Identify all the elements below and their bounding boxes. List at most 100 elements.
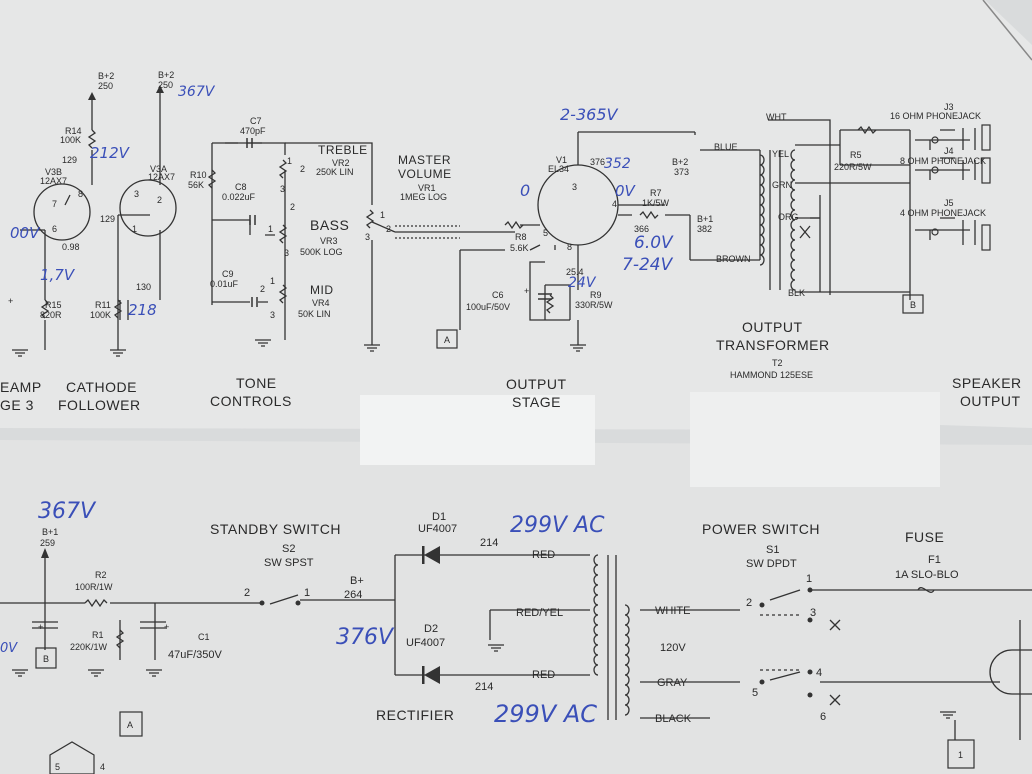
svg-text:V3A: V3A (150, 164, 167, 174)
svg-text:TRANSFORMER: TRANSFORMER (716, 337, 830, 353)
svg-text:VR1: VR1 (418, 183, 436, 193)
svg-text:TONE: TONE (236, 375, 277, 391)
svg-text:367V: 367V (38, 499, 97, 524)
svg-text:C6: C6 (492, 290, 504, 300)
svg-text:VR4: VR4 (312, 298, 330, 308)
svg-text:1: 1 (380, 210, 385, 220)
svg-text:MASTER: MASTER (398, 153, 451, 167)
svg-text:J5: J5 (944, 198, 954, 208)
svg-text:8 OHM PHONEJACK: 8 OHM PHONEJACK (900, 156, 986, 166)
svg-text:1: 1 (132, 224, 137, 234)
svg-text:RED/YEL: RED/YEL (516, 607, 563, 619)
hex-node-5: 5 (55, 762, 60, 772)
svg-text:299V AC: 299V AC (510, 513, 605, 538)
svg-text:129: 129 (62, 155, 77, 165)
svg-text:FUSE: FUSE (905, 529, 944, 545)
hex-node-4: 4 (100, 762, 105, 772)
svg-text:WHT: WHT (766, 112, 787, 122)
svg-text:220R/5W: 220R/5W (834, 162, 872, 172)
svg-text:UF4007: UF4007 (418, 523, 457, 535)
svg-text:GRAY: GRAY (657, 677, 688, 689)
top-capacitors (246, 138, 552, 307)
svg-text:BLK: BLK (788, 288, 805, 298)
handwritten-notes: 367V 212V 00V 1,7V 218 2-365V 0 0V 352 6… (0, 84, 674, 728)
svg-text:259: 259 (40, 538, 55, 548)
svg-text:3: 3 (365, 232, 370, 242)
svg-text:100R/1W: 100R/1W (75, 582, 113, 592)
svg-text:CATHODE: CATHODE (66, 379, 137, 395)
svg-text:1MEG LOG: 1MEG LOG (400, 192, 447, 202)
svg-text:0.98: 0.98 (62, 242, 80, 252)
svg-text:5: 5 (543, 228, 548, 238)
svg-text:+: + (164, 622, 169, 632)
svg-text:STANDBY SWITCH: STANDBY SWITCH (210, 521, 341, 537)
svg-text:100K: 100K (90, 310, 111, 320)
svg-text:RECTIFIER: RECTIFIER (376, 707, 454, 723)
node-box-a-bottom (119, 711, 143, 737)
svg-text:B+2: B+2 (98, 71, 114, 81)
svg-text:3: 3 (284, 248, 289, 258)
tape-patch-1 (360, 395, 595, 465)
svg-text:4 OHM PHONEJACK: 4 OHM PHONEJACK (900, 208, 986, 218)
svg-text:1A SLO-BLO: 1A SLO-BLO (895, 569, 959, 581)
node-box-a-label: A (444, 335, 450, 345)
node-box-1-label: 1 (958, 750, 963, 760)
svg-text:T2: T2 (772, 358, 783, 368)
svg-text:J4: J4 (944, 146, 954, 156)
node-box-b (902, 294, 924, 314)
svg-text:500K LOG: 500K LOG (300, 247, 343, 257)
svg-text:16 OHM PHONEJACK: 16 OHM PHONEJACK (890, 111, 981, 121)
svg-text:382: 382 (697, 224, 712, 234)
svg-text:8: 8 (78, 189, 83, 199)
svg-text:330R/5W: 330R/5W (575, 300, 613, 310)
bottom-wiring (0, 554, 1032, 740)
svg-text:CONTROLS: CONTROLS (210, 393, 292, 409)
svg-text:130: 130 (136, 282, 151, 292)
svg-text:R5: R5 (850, 150, 862, 160)
svg-text:FOLLOWER: FOLLOWER (58, 397, 141, 413)
svg-text:376V: 376V (336, 625, 395, 650)
svg-text:2: 2 (746, 597, 752, 609)
svg-text:218: 218 (128, 301, 157, 319)
svg-text:0.022uF: 0.022uF (222, 192, 256, 202)
svg-text:2: 2 (386, 224, 391, 234)
svg-text:00V: 00V (10, 224, 41, 242)
svg-text:BROWN: BROWN (716, 254, 751, 264)
svg-text:R9: R9 (590, 290, 602, 300)
svg-text:R14: R14 (65, 126, 82, 136)
svg-text:+: + (524, 286, 529, 296)
svg-text:2: 2 (260, 284, 265, 294)
svg-text:250: 250 (158, 80, 173, 90)
svg-text:S1: S1 (766, 544, 779, 556)
svg-text:C7: C7 (250, 116, 262, 126)
svg-text:OUTPUT: OUTPUT (742, 319, 803, 335)
paper-sheet-bottom (0, 440, 1032, 774)
svg-text:C1: C1 (198, 632, 210, 642)
svg-text:2: 2 (157, 195, 162, 205)
svg-text:12AX7: 12AX7 (148, 172, 175, 182)
svg-text:VR3: VR3 (320, 236, 338, 246)
svg-text:BASS: BASS (310, 217, 349, 233)
bottom-components (32, 587, 935, 706)
svg-text:SPEAKER: SPEAKER (952, 375, 1022, 391)
node-box-b-bottom-label: B (43, 654, 49, 664)
svg-text:0V: 0V (0, 641, 18, 656)
svg-text:6: 6 (820, 711, 826, 723)
svg-text:R10: R10 (190, 170, 207, 180)
svg-text:OUTPUT: OUTPUT (506, 376, 567, 392)
top-resistors (40, 125, 877, 319)
svg-text:250K LIN: 250K LIN (316, 167, 354, 177)
ac-plug (989, 649, 1032, 695)
svg-text:4: 4 (612, 199, 617, 209)
svg-text:3: 3 (280, 184, 285, 194)
svg-text:3: 3 (810, 607, 816, 619)
svg-text:B+2: B+2 (672, 157, 688, 167)
svg-text:B+2: B+2 (158, 70, 174, 80)
svg-text:UF4007: UF4007 (406, 637, 445, 649)
svg-text:3: 3 (134, 189, 139, 199)
svg-text:264: 264 (344, 589, 362, 601)
svg-text:470pF: 470pF (240, 126, 266, 136)
svg-text:373: 373 (674, 167, 689, 177)
